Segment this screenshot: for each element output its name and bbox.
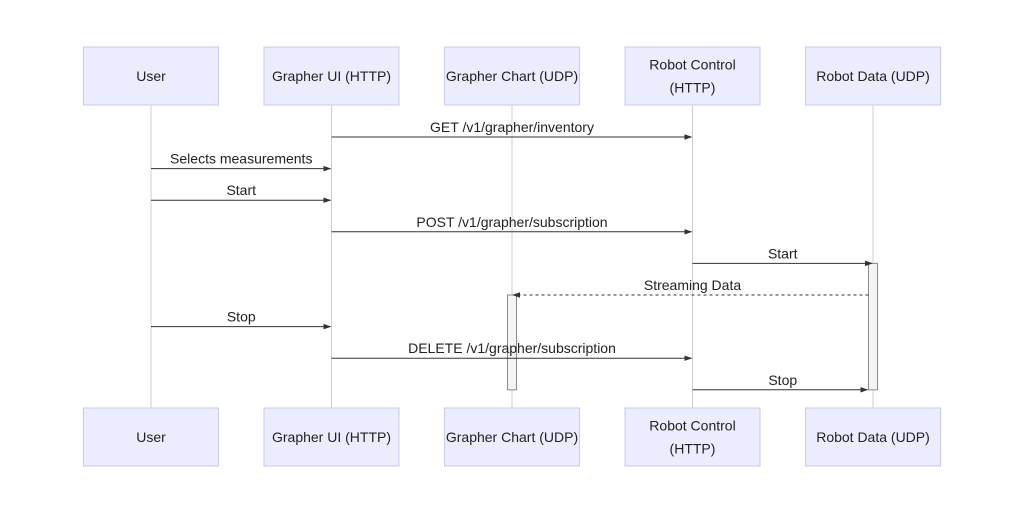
- activation-bar-robot_data: [868, 262, 878, 391]
- actor-label: User: [136, 68, 166, 84]
- activation-bar-grapher_chart: [507, 294, 517, 391]
- message-label: Start: [768, 245, 798, 261]
- actor-box: [805, 46, 941, 106]
- message-label: GET /v1/grapher/inventory: [430, 119, 594, 135]
- actor-box: [624, 46, 761, 106]
- actor-grapher_chart-bottom: Grapher Chart (UDP): [444, 407, 580, 467]
- actor-label: Grapher UI (HTTP): [272, 429, 391, 445]
- actor-box: [624, 407, 761, 467]
- actor-box: [83, 407, 219, 467]
- actor-label: Robot Control: [649, 418, 735, 434]
- actor-box: [263, 46, 400, 106]
- message-label: Streaming Data: [644, 277, 741, 293]
- actor-label: Grapher UI (HTTP): [272, 68, 391, 84]
- message-label: POST /v1/grapher/subscription: [416, 214, 607, 230]
- actor-user-top: User: [83, 46, 219, 106]
- actor-grapher_ui-bottom: Grapher UI (HTTP): [263, 407, 400, 467]
- actor-box: [444, 407, 580, 467]
- actor-box: [805, 407, 941, 467]
- actor-robot_data-top: Robot Data (UDP): [805, 46, 941, 106]
- actor-box: [444, 46, 580, 106]
- actor-grapher_ui-top: Grapher UI (HTTP): [263, 46, 400, 106]
- actor-label: Robot Control: [649, 57, 735, 73]
- actor-label: (HTTP): [670, 80, 716, 96]
- actor-label: (HTTP): [670, 441, 716, 457]
- lifelines: [150, 105, 874, 408]
- actor-label: Grapher Chart (UDP): [446, 429, 578, 445]
- activations: [507, 262, 878, 391]
- message-label: Stop: [227, 309, 256, 325]
- actor-user-bottom: User: [83, 407, 219, 467]
- actor-box: [83, 46, 219, 106]
- actor-robot_control-top: Robot Control (HTTP): [624, 46, 761, 106]
- actor-label: Robot Data (UDP): [816, 68, 930, 84]
- message-label: Stop: [768, 372, 797, 388]
- message-label: Start: [226, 182, 256, 198]
- message-label: Selects measurements: [170, 151, 312, 167]
- actor-grapher_chart-top: Grapher Chart (UDP): [444, 46, 580, 106]
- message-label: DELETE /v1/grapher/subscription: [408, 340, 616, 356]
- actor-robot_data-bottom: Robot Data (UDP): [805, 407, 941, 467]
- actor-box: [263, 407, 400, 467]
- actor-label: User: [136, 429, 166, 445]
- actor-label: Grapher Chart (UDP): [446, 68, 578, 84]
- actor-label: Robot Data (UDP): [816, 429, 930, 445]
- actor-robot_control-bottom: Robot Control (HTTP): [624, 407, 761, 467]
